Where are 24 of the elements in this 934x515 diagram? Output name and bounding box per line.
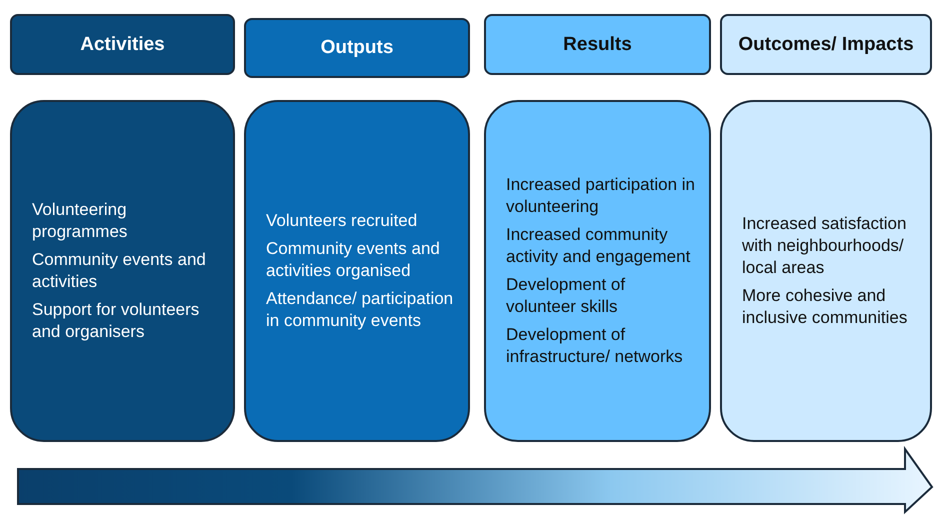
item-text: Attendance/ participation in community events [266,288,454,332]
header-label: Activities [80,34,165,56]
header-box [244,18,470,78]
header-label: Outputs [320,37,394,59]
header-label: Results [563,34,632,56]
item-text: Volunteering programmes [32,199,128,243]
item-text: Volunteers recruited [266,210,418,232]
column-card [720,100,932,442]
item-text: Increased participation in volunteering [506,174,696,218]
item-text: Community events and activities organised [266,238,441,282]
item-text: Increased satisfaction with neighbourhoods/ local areas [742,213,908,279]
item-text: Community events and activities [32,249,207,293]
header-box [720,14,932,75]
header-box [10,14,235,75]
column-card [10,100,235,442]
column-card [484,100,711,442]
column-card [244,100,470,442]
header-label: Outcomes/ Impacts [738,34,914,56]
item-text: Support for volunteers and organisers [32,299,200,343]
header-box [484,14,711,75]
item-text: Development of infrastructure/ networks [506,324,684,368]
item-text: Increased community activity and engagement [506,224,692,268]
item-text: More cohesive and inclusive communities [742,285,908,329]
item-text: Development of volunteer skills [506,274,626,318]
